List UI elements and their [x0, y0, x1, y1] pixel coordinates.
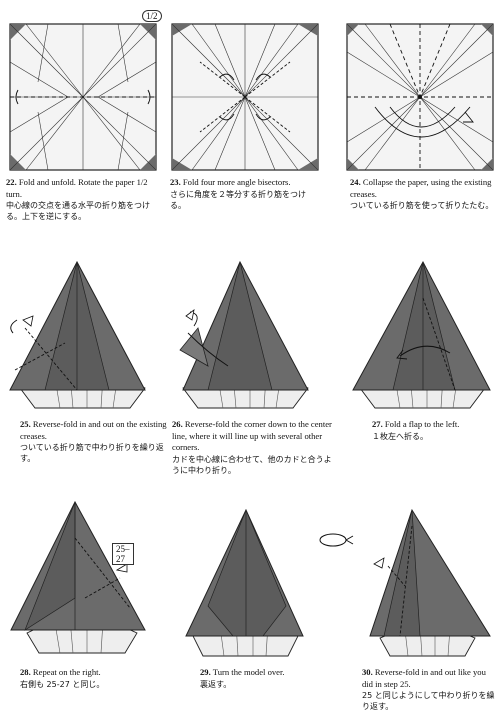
- rotate-half-badge: 1/2: [142, 10, 162, 22]
- step-22-number: 22.: [6, 177, 17, 187]
- step-30-number: 30.: [362, 667, 373, 677]
- rotate-half-label: 1/2: [146, 11, 158, 21]
- step-28-diagram: [10, 500, 146, 654]
- step-25-caption: 25. Reverse-fold in and out on the exist…: [20, 419, 170, 464]
- step-30-caption: 30. Reverse-fold in and out like you did…: [362, 667, 497, 712]
- step-26-caption: 26. Reverse-fold the corner down to the …: [172, 419, 332, 476]
- repeat-steps-label: 25–27: [116, 544, 130, 564]
- step-28-number: 28.: [20, 667, 31, 677]
- step-23-diagram: [171, 23, 319, 171]
- step-25-diagram: [9, 260, 146, 409]
- step-23-text: Fold four more angle bisectors.: [182, 177, 291, 187]
- step-26-jp: カドを中心線に合わせて、他のカドと合うように中わり折り。: [172, 454, 332, 475]
- step-24-text: Collapse the paper, using the existing c…: [350, 177, 492, 199]
- step-29-diagram: [185, 508, 304, 657]
- step-29-jp: 裏返す。: [200, 679, 232, 689]
- step-28-text: Repeat on the right.: [32, 667, 101, 677]
- step-25-jp: ついている折り筋で中わり折りを繰り返す。: [20, 443, 164, 463]
- step-30-text: Reverse-fold in and out like you did in …: [362, 667, 486, 689]
- step-25-text: Reverse-fold in and out on the existing …: [20, 419, 167, 441]
- step-23-caption: 23. Fold four more angle bisectors. さらに角…: [170, 177, 320, 211]
- step-29-number: 29.: [200, 667, 211, 677]
- step-29-text: Turn the model over.: [212, 667, 285, 677]
- step-27-diagram: [352, 260, 491, 409]
- step-23-jp: さらに角度を２等分する折り筋をつける。: [170, 189, 306, 210]
- turn-over-icon: [319, 533, 354, 547]
- step-26-number: 26.: [172, 419, 183, 429]
- step-22-text: Fold and unfold. Rotate the paper 1/2 tu…: [6, 177, 148, 199]
- step-29-caption: 29. Turn the model over. 裏返す。: [200, 667, 350, 690]
- step-24-number: 24.: [350, 177, 361, 187]
- repeat-steps-badge: 25–27: [112, 543, 134, 565]
- step-24-diagram: [346, 23, 494, 171]
- step-28-caption: 28. Repeat on the right. 右側も 25-27 と同じ。: [20, 667, 170, 690]
- step-30-jp: 25 と同じようにして中わり折りを繰り返す。: [362, 691, 495, 711]
- step-22-diagram: [9, 23, 157, 171]
- step-23-number: 23.: [170, 177, 181, 187]
- step-26-text: Reverse-fold the corner down to the cent…: [172, 419, 332, 452]
- step-24-jp: ついている折り筋を使って折りたたむ。: [350, 201, 494, 210]
- step-27-caption: 27. Fold a flap to the left. １枚左へ折る。: [372, 419, 500, 442]
- step-25-number: 25.: [20, 419, 31, 429]
- step-26-diagram: [179, 260, 309, 409]
- step-22-jp: 中心線の交点を通る水平の折り筋をつける。上下を逆にする。: [6, 201, 150, 221]
- step-24-caption: 24. Collapse the paper, using the existi…: [350, 177, 500, 211]
- step-28-jp: 右側も 25-27 と同じ。: [20, 679, 105, 689]
- step-27-jp: １枚左へ折る。: [372, 431, 428, 441]
- step-22-caption: 22. Fold and unfold. Rotate the paper 1/…: [6, 177, 156, 222]
- step-27-number: 27.: [372, 419, 383, 429]
- step-30-diagram: [369, 508, 491, 657]
- step-27-text: Fold a flap to the left.: [384, 419, 460, 429]
